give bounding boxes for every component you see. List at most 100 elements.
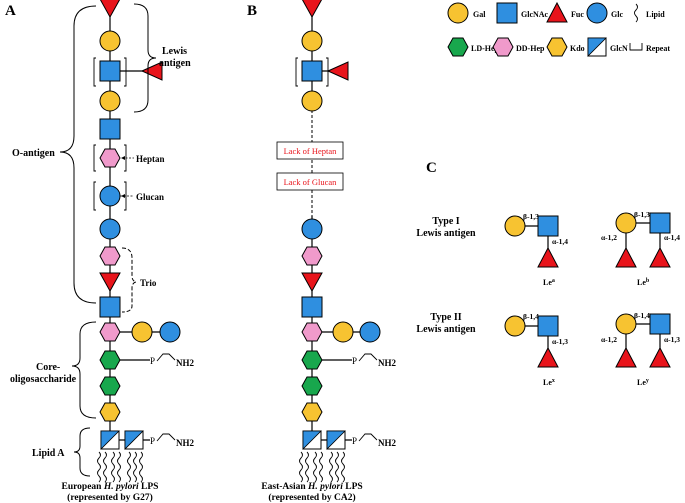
lipid-icon [103,451,107,483]
glcnac-icon [99,296,121,318]
gal-icon [131,321,153,343]
type1-label-line1: Type I [432,216,459,227]
panel-b-label: B [247,3,257,19]
nh2-label: NH2 [176,358,195,368]
le-x-label: Lex [543,378,555,387]
glcnac-icon [649,212,671,234]
legend-dd-hep: DD-Hep [516,44,545,53]
gal-icon [615,212,637,234]
dd-hep-icon [99,246,121,266]
linkage-a12: α-1,2 [601,233,617,242]
gal-icon [99,90,121,112]
linkage-a14: α-1,4 [664,233,680,242]
lack-glucan-label: Lack of Glucan [284,177,338,187]
core-label-line2: oligosaccharide [10,374,77,385]
linkage-b13: β-1,3 [523,212,539,221]
linkage-a13: α-1,3 [664,335,680,344]
type2-label-line2: Lewis antigen [416,324,476,335]
legend-glc: Glc [611,10,623,19]
glc-icon [301,218,323,240]
type2-label-line1: Type II [430,312,461,323]
heptan-label: Heptan [136,154,165,164]
fuc-icon [301,272,323,292]
panel-a-caption-line2: (represented by G27) [67,492,153,503]
lipid-icon [117,451,121,483]
glcnac-icon [496,2,518,24]
dd-hep-icon [301,322,323,342]
fuc-icon [537,347,559,368]
lewis-label-line2: antigen [159,58,191,69]
glcnac-icon [99,60,121,82]
lipid-icon [319,451,323,483]
ld-hep-icon [99,350,121,370]
glcn-icon [326,430,346,450]
glc-icon [159,321,181,343]
lipid-icon [97,451,101,483]
linkage-a13: α-1,3 [552,337,568,346]
legend-ld-hep: LD-Hep [471,44,500,53]
gal-icon [301,90,323,112]
nh2-label: NH2 [378,358,397,368]
le-b-label: Leb [637,278,650,287]
glucan-label: Glucan [136,192,164,202]
glcn-icon [100,430,120,450]
ld-hep-icon [447,37,469,57]
glc-icon [586,2,608,24]
linkage-a12: α-1,2 [601,335,617,344]
glcnac-icon [537,215,559,237]
lipid-a-label: Lipid A [32,448,65,459]
linkage-a14: α-1,4 [552,237,568,246]
glcnac-icon [301,296,323,318]
panel-a-chain: P NH2 P NH2 Heptan Glucan Trio [10,0,195,503]
lipid-icon [634,3,638,23]
le-a-label: Lea [543,278,555,287]
o-antigen-brace [59,5,97,304]
nh2-label: NH2 [176,438,195,448]
lipid-icon [341,451,345,483]
gal-icon [301,30,323,52]
panel-c: Type I Lewis antigen Type II Lewis antig… [416,210,680,387]
lipid-icon [133,451,137,483]
gal-icon [504,215,526,237]
lipid-icon [313,451,317,483]
legend: Gal GlcNAc Fuc Glc Lipid LD-Hep DD-Hep K… [447,2,670,57]
glc-icon [359,321,381,343]
panel-b-caption-line1: East-Asian H. pylori LPS [261,482,362,492]
fuc-icon [615,347,637,368]
panel-a-label: A [5,3,16,19]
nh2-label: NH2 [378,438,397,448]
lipid-icon [329,451,333,483]
dd-hep-icon [99,322,121,342]
core-label-line1: Core- [36,362,60,373]
panel-b-chain: Lack of Heptan Lack of Glucan P NH2 P NH… [261,0,397,503]
lipid-icon [127,451,131,483]
glcnac-icon [649,313,671,335]
gal-icon [615,313,637,335]
fuc-icon [99,272,121,292]
legend-glcnac: GlcNAc [521,10,549,19]
phosphate-label: P [352,436,357,446]
core-brace [71,321,97,419]
glcn-icon [302,430,322,450]
gal-icon [332,321,354,343]
glcnac-icon [301,60,323,82]
panel-b-caption-line2: (represented by CA2) [268,492,355,503]
fuc-icon [649,247,671,268]
lewis-brace [133,3,157,113]
lipid-icon [305,451,309,483]
glcn-icon [124,430,144,450]
fuc-icon [546,2,568,23]
ld-hep-icon [301,376,323,396]
fuc-icon [327,61,349,81]
dd-hep-icon [301,246,323,266]
kdo-icon [301,402,323,422]
gal-icon [99,30,121,52]
gal-icon [447,2,469,24]
legend-gal: Gal [473,10,486,19]
glcn-icon [587,37,607,57]
dd-hep-icon [99,148,121,168]
glc-icon [99,218,121,240]
glcnac-icon [99,118,121,140]
fuc-icon [99,0,121,18]
lewis-label-line1: Lewis [162,46,187,57]
